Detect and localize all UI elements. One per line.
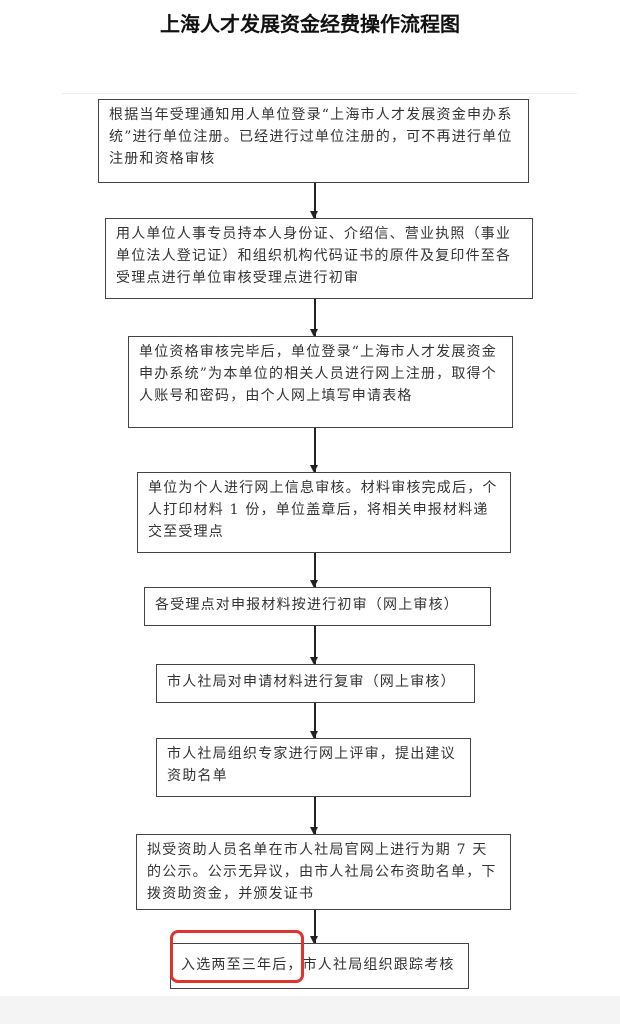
flow-step-6: 市人社局对申请材料进行复审（网上审核） [156, 664, 475, 703]
page-bottom-margin [0, 996, 620, 1024]
flow-step-1: 根据当年受理通知用人单位登录“上海市人才发展资金申办系统”进行单位注册。已经进行… [98, 99, 529, 183]
flow-arrow [311, 703, 317, 739]
highlight-annotation [170, 930, 304, 983]
divider [62, 93, 577, 94]
flow-step-4: 单位为个人进行网上信息审核。材料审核完成后，个人打印材料 1 份，单位盖章后，将… [137, 472, 511, 553]
flow-arrow [311, 910, 317, 944]
flow-step-8: 拟受资助人员名单在市人社局官网上进行为期 7 天的公示。公示无异议，由市人社局公… [136, 834, 511, 910]
flow-arrow [311, 553, 317, 588]
flow-step-2: 用人单位人事专员持本人身份证、介绍信、营业执照（事业单位法人登记证）和组织机构代… [105, 218, 533, 299]
flow-arrow [311, 299, 317, 337]
flow-step-5: 各受理点对申报材料按进行初审（网上审核） [144, 587, 491, 626]
flow-arrow [311, 626, 317, 665]
flow-arrow [311, 183, 317, 219]
flow-arrow [311, 428, 317, 473]
flow-step-3: 单位资格审核完毕后，单位登录“上海市人才发展资金申办系统”为本单位的相关人员进行… [128, 336, 513, 428]
flow-step-7: 市人社局组织专家进行网上评审，提出建议资助名单 [156, 738, 471, 797]
page-title: 上海人才发展资金经费操作流程图 [160, 12, 460, 36]
flow-arrow [311, 797, 317, 835]
